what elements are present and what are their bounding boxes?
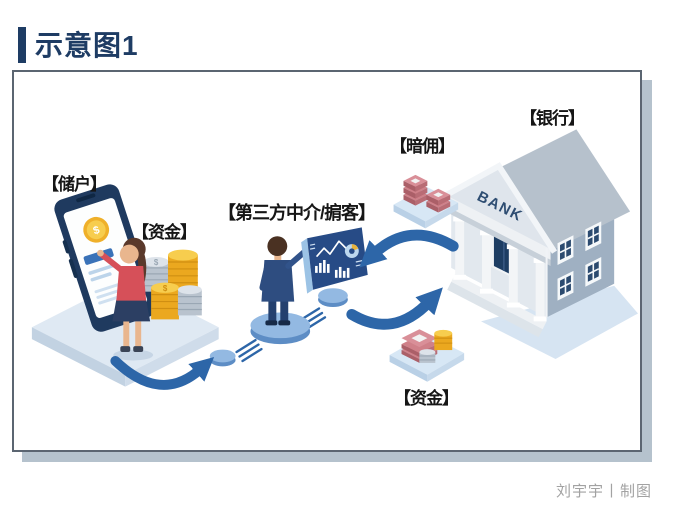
page-title: 示意图1: [35, 30, 139, 61]
label-funds-bottom: 【资金】: [394, 389, 459, 408]
funds-money: [389, 329, 465, 382]
silver-coin-stack-front: [177, 285, 202, 316]
bank-roof: [498, 129, 631, 251]
label-hidden-commission: 【暗佣】: [390, 137, 455, 156]
coin-symbol: $: [154, 258, 159, 267]
broker-figure: [259, 236, 311, 326]
bank-ground-shadow: [481, 285, 639, 359]
label-funds-left: 【资金】: [132, 223, 197, 242]
arrow-depositor-to-broker: [110, 355, 215, 390]
label-bank: 【银行】: [520, 109, 585, 128]
credit-text: 刘宇宇丨制图: [555, 483, 652, 500]
diagram-artwork: $ $: [31, 129, 639, 390]
dashboard-panel: [301, 227, 368, 294]
dollar-coin-icon: $: [92, 224, 101, 237]
arrow-broker-to-bank: [346, 287, 443, 330]
title-accent-bar: [18, 27, 26, 63]
bank-windows: [557, 221, 602, 301]
coin-stacks: $ $: [143, 249, 202, 320]
broker-platform: [250, 312, 311, 345]
commission-money: [393, 174, 459, 229]
diagram-board: $ $: [12, 70, 642, 452]
chart-line-icon: [316, 240, 347, 257]
bank-building: BANK: [441, 129, 639, 359]
gold-coin-stack-front: $: [151, 282, 179, 320]
track-lines-right: [301, 307, 327, 329]
arrow-bank-to-broker: [359, 229, 459, 268]
phone-screen: $: [83, 216, 127, 305]
stepping-stones: [209, 288, 348, 367]
silver-coin-stack-small: [419, 349, 436, 363]
label-intermediary: 【第三方中介/掮客】: [218, 203, 376, 223]
banknote-pile: [401, 329, 438, 363]
track-lines-left: [235, 338, 263, 363]
gold-coin-stack-small: [434, 329, 453, 351]
label-depositor: 【储户】: [42, 175, 107, 194]
bank-gable: [445, 167, 553, 251]
depositor-figure: [97, 237, 154, 361]
chart-pie-icon: [344, 244, 359, 259]
banknote-bundles: [403, 174, 451, 213]
chart-bars-icon: [315, 260, 350, 278]
coin-symbol: $: [163, 284, 168, 293]
